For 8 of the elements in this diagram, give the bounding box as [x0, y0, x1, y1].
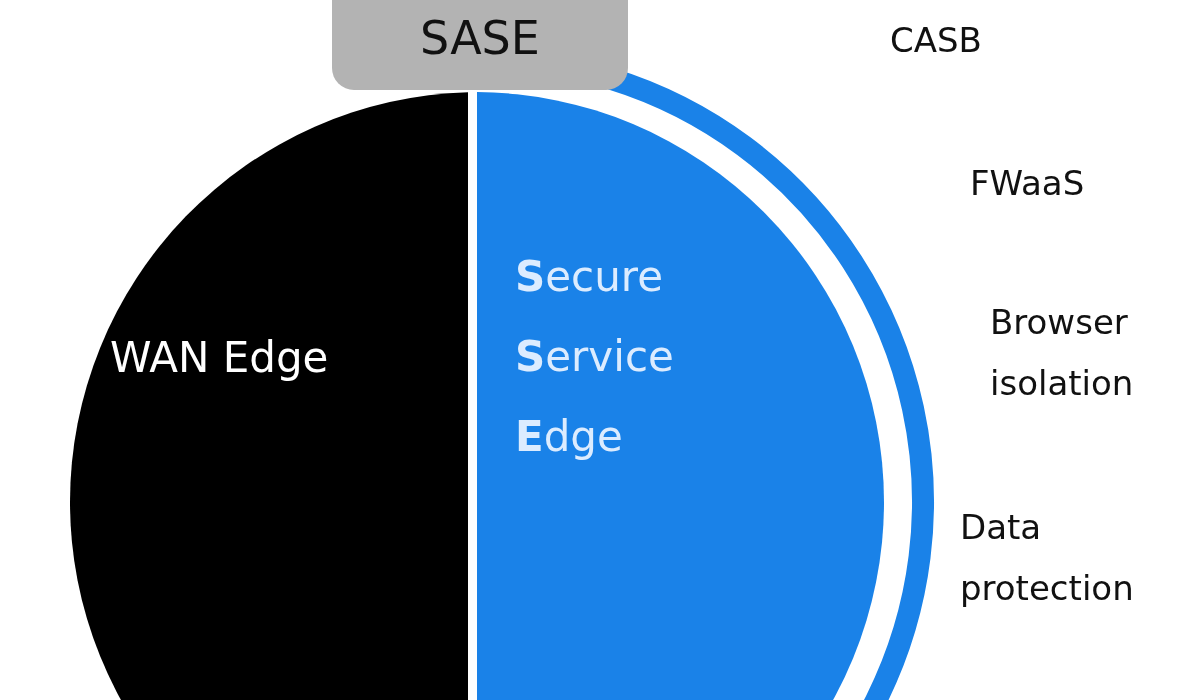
title-tab [332, 0, 628, 90]
service-label: CASB [890, 19, 983, 62]
segment-label: WAN Edge [110, 332, 330, 384]
service-label: FWaaS [970, 162, 1086, 205]
segment-label: Secure Service Edge [515, 251, 675, 463]
service-label: Browser isolation [990, 301, 1135, 405]
service-label: Data protection [960, 506, 1135, 610]
title-text: SASE [419, 10, 541, 67]
